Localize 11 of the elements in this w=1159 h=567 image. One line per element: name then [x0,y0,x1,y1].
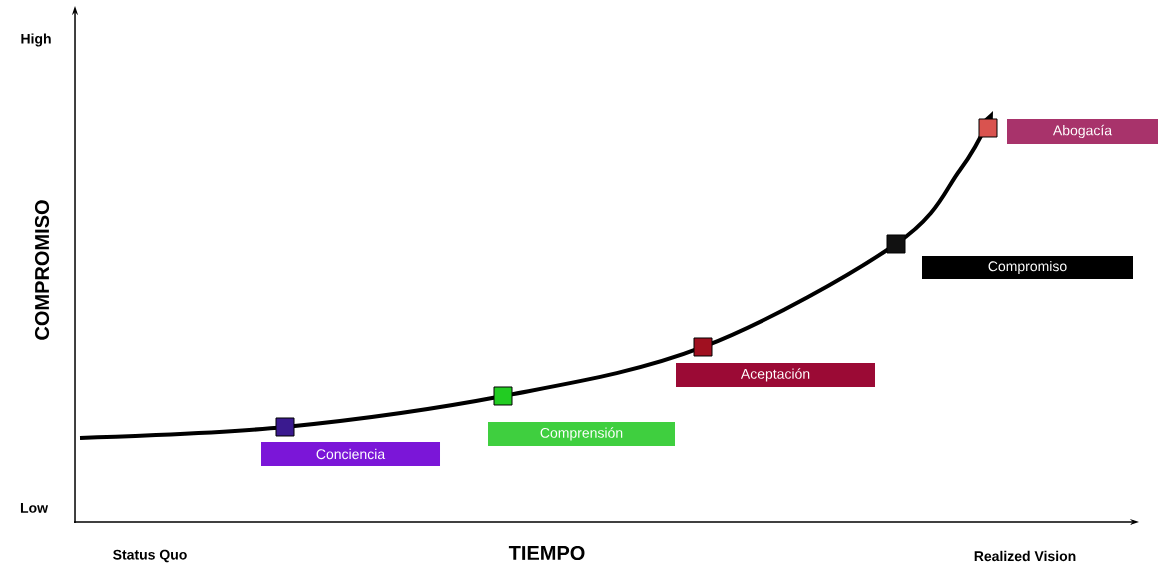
axis-label: TIEMPO [508,545,585,561]
stage-label-box: Comprensión [488,422,675,446]
stage-label-box: Abogacía [1007,119,1158,144]
axis-label: High [21,33,51,47]
axis-label: COMPROMISO [34,200,50,340]
axis-label: Realized Vision [974,550,1076,562]
stage-label-box: Aceptación [676,363,875,387]
stage-label-box: Conciencia [261,442,440,466]
axis-label: Status Quo [113,549,187,563]
axis-label: Low [20,503,49,513]
stage-label-box: Compromiso [922,256,1133,279]
